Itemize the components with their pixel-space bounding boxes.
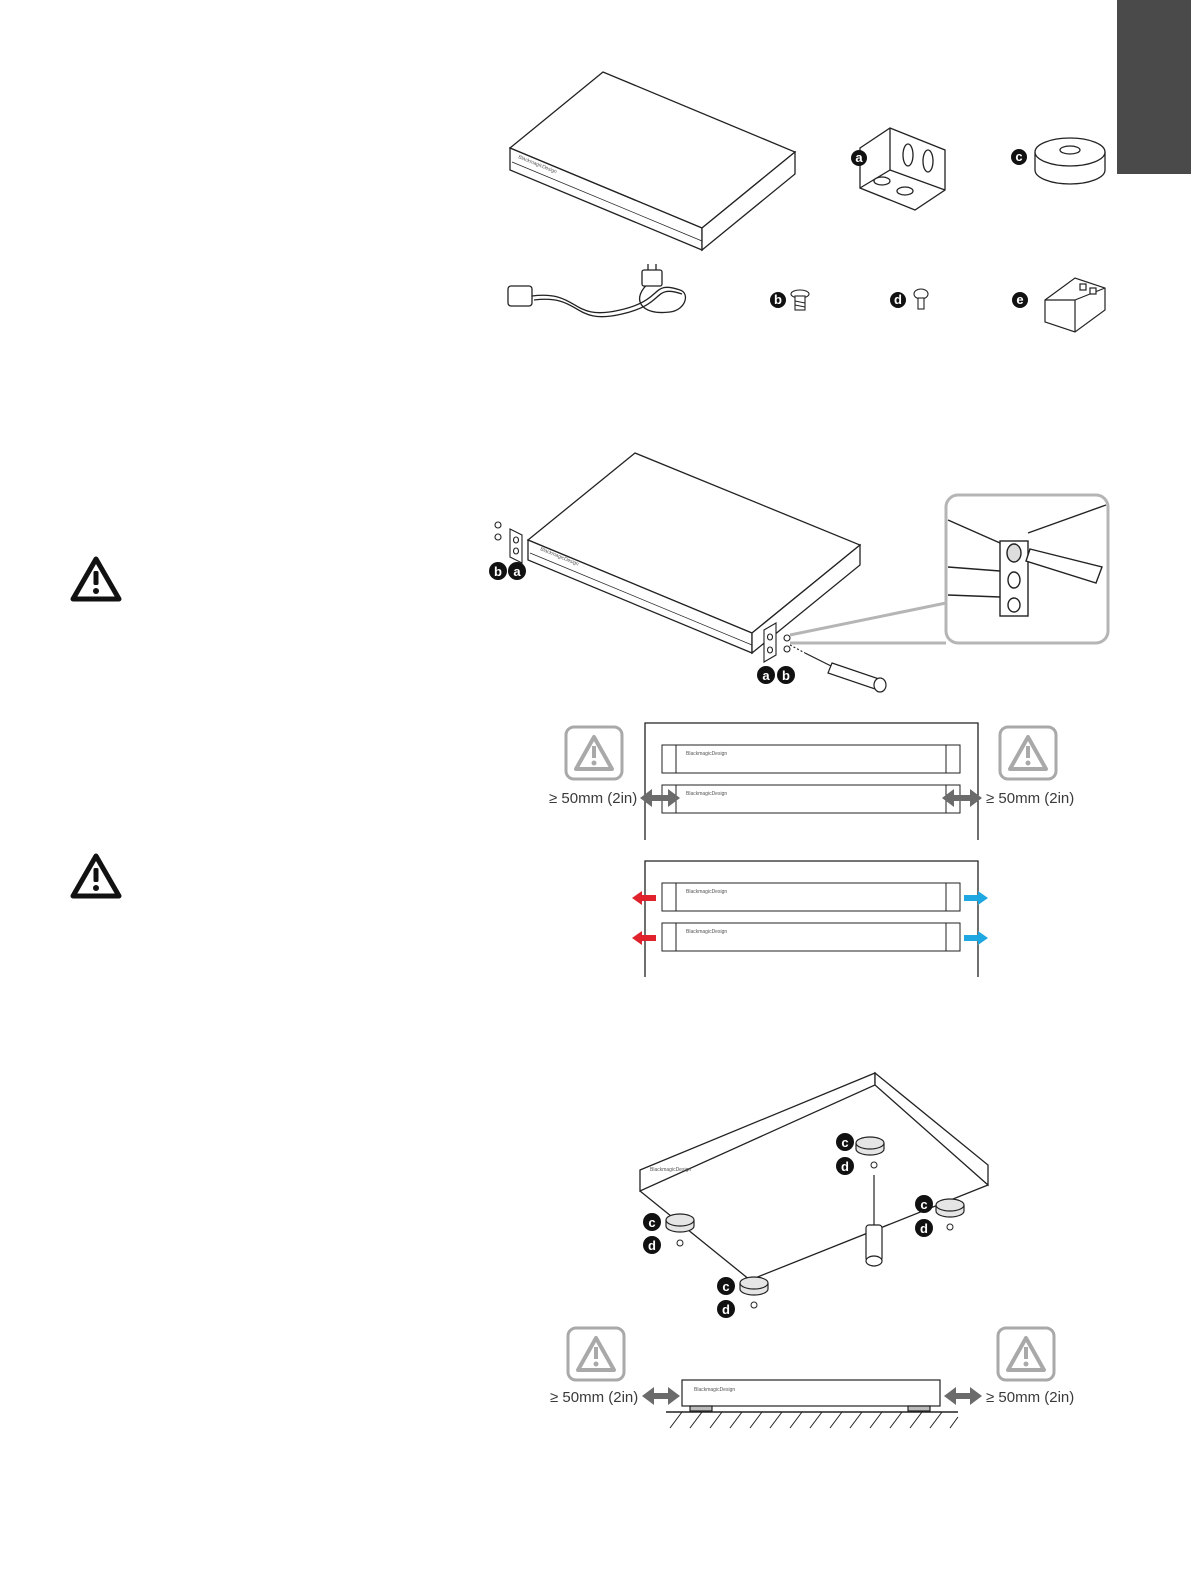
badge-d: d	[915, 1219, 933, 1237]
badge-b-rack-screw: b	[770, 292, 786, 308]
unit-illustration	[510, 72, 795, 250]
svg-text:b: b	[494, 564, 502, 579]
svg-text:BlackmagicDesign: BlackmagicDesign	[694, 1387, 735, 1393]
svg-text:BlackmagicDesign: BlackmagicDesign	[686, 751, 727, 757]
box-contents-figure: BlackmagicDesign a	[490, 60, 1130, 340]
rack-unit-bottom	[662, 923, 960, 951]
svg-text:BlackmagicDesign: BlackmagicDesign	[650, 1167, 691, 1173]
svg-text:d: d	[722, 1302, 730, 1317]
svg-text:a: a	[513, 564, 521, 579]
rack-frame	[645, 723, 978, 840]
rack-unit-top	[662, 883, 960, 911]
svg-text:BlackmagicDesign: BlackmagicDesign	[686, 929, 727, 935]
warning-triangle-icon	[566, 727, 622, 779]
rack-frame	[645, 861, 978, 977]
svg-text:BlackmagicDesign: BlackmagicDesign	[686, 889, 727, 895]
badge-d: d	[643, 1236, 661, 1254]
intake-arrow-icon	[964, 891, 988, 945]
screwdriver-illustration	[866, 1175, 882, 1266]
badge-a-left: a	[508, 562, 526, 580]
rack-unit-top	[662, 745, 960, 773]
double-arrow-icon	[642, 1387, 680, 1405]
power-cord-illustration	[508, 264, 685, 317]
screwdriver-illustration	[805, 653, 886, 692]
svg-text:a: a	[762, 668, 770, 683]
clearance-label-right: ≥ 50mm (2in)	[986, 1389, 1074, 1406]
rack-unit-bottom	[662, 785, 960, 813]
badge-b-right: b	[777, 666, 795, 684]
badge-c: c	[836, 1133, 854, 1151]
svg-text:c: c	[920, 1197, 927, 1212]
airflow-figure: BlackmagicDesign BlackmagicDesign	[620, 855, 1000, 980]
warning-triangle-icon	[998, 1328, 1054, 1380]
svg-text:d: d	[894, 292, 902, 307]
warning-triangle-icon	[568, 1328, 624, 1380]
warning-triangle-icon	[70, 852, 122, 900]
warning-triangle-icon	[70, 555, 122, 603]
badge-a-bracket: a	[851, 150, 867, 166]
svg-text:d: d	[841, 1159, 849, 1174]
badge-c: c	[643, 1213, 661, 1231]
clearance-label-left: ≥ 50mm (2in)	[549, 790, 637, 807]
svg-text:e: e	[1016, 292, 1023, 307]
double-arrow-icon	[944, 1387, 982, 1405]
svg-text:c: c	[841, 1135, 848, 1150]
rack-screw-illustration	[791, 290, 809, 310]
clearance-label-left: ≥ 50mm (2in)	[550, 1389, 638, 1406]
badge-c: c	[915, 1195, 933, 1213]
svg-text:c: c	[648, 1215, 655, 1230]
unit-underside-illustration	[640, 1073, 988, 1280]
unit-illustration	[528, 453, 860, 653]
badge-a-right: a	[757, 666, 775, 684]
foot-illustration	[666, 1137, 964, 1295]
left-bracket-illustration	[495, 522, 522, 563]
svg-text:c: c	[1015, 149, 1022, 164]
foot-screw-illustration	[914, 289, 928, 309]
rack-mount-figure: BlackmagicDesign b a	[480, 445, 1120, 695]
clearance-label-right: ≥ 50mm (2in)	[986, 790, 1074, 807]
terminal-block-illustration	[1045, 278, 1105, 332]
rack-clearance-figure: BlackmagicDesign BlackmagicDesign ≥ 50mm…	[540, 715, 1100, 845]
badge-d: d	[836, 1157, 854, 1175]
desk-surface	[666, 1412, 958, 1428]
badge-d: d	[717, 1300, 735, 1318]
badge-c-foot: c	[1011, 149, 1027, 165]
svg-text:b: b	[782, 668, 790, 683]
svg-text:BlackmagicDesign: BlackmagicDesign	[686, 791, 727, 797]
foot-illustration	[1035, 138, 1105, 184]
badge-b-left: b	[489, 562, 507, 580]
svg-text:d: d	[648, 1238, 656, 1253]
badge-c: c	[717, 1277, 735, 1295]
warning-triangle-icon	[1000, 727, 1056, 779]
bracket-illustration	[860, 128, 945, 210]
exhaust-arrow-icon	[632, 891, 656, 945]
desktop-clearance-figure: BlackmagicDesign ≥ 50mm (2in) ≥ 50mm (2i…	[540, 1320, 1100, 1435]
badge-e-terminal-block: e	[1012, 292, 1028, 308]
desktop-unit-illustration	[682, 1380, 940, 1411]
feet-install-figure: BlackmagicDesign c d c d c d c d	[630, 1065, 1000, 1325]
svg-text:d: d	[920, 1221, 928, 1236]
badge-d-foot-screw: d	[890, 292, 906, 308]
svg-text:c: c	[722, 1279, 729, 1294]
svg-text:b: b	[774, 292, 782, 307]
svg-text:a: a	[855, 150, 863, 165]
